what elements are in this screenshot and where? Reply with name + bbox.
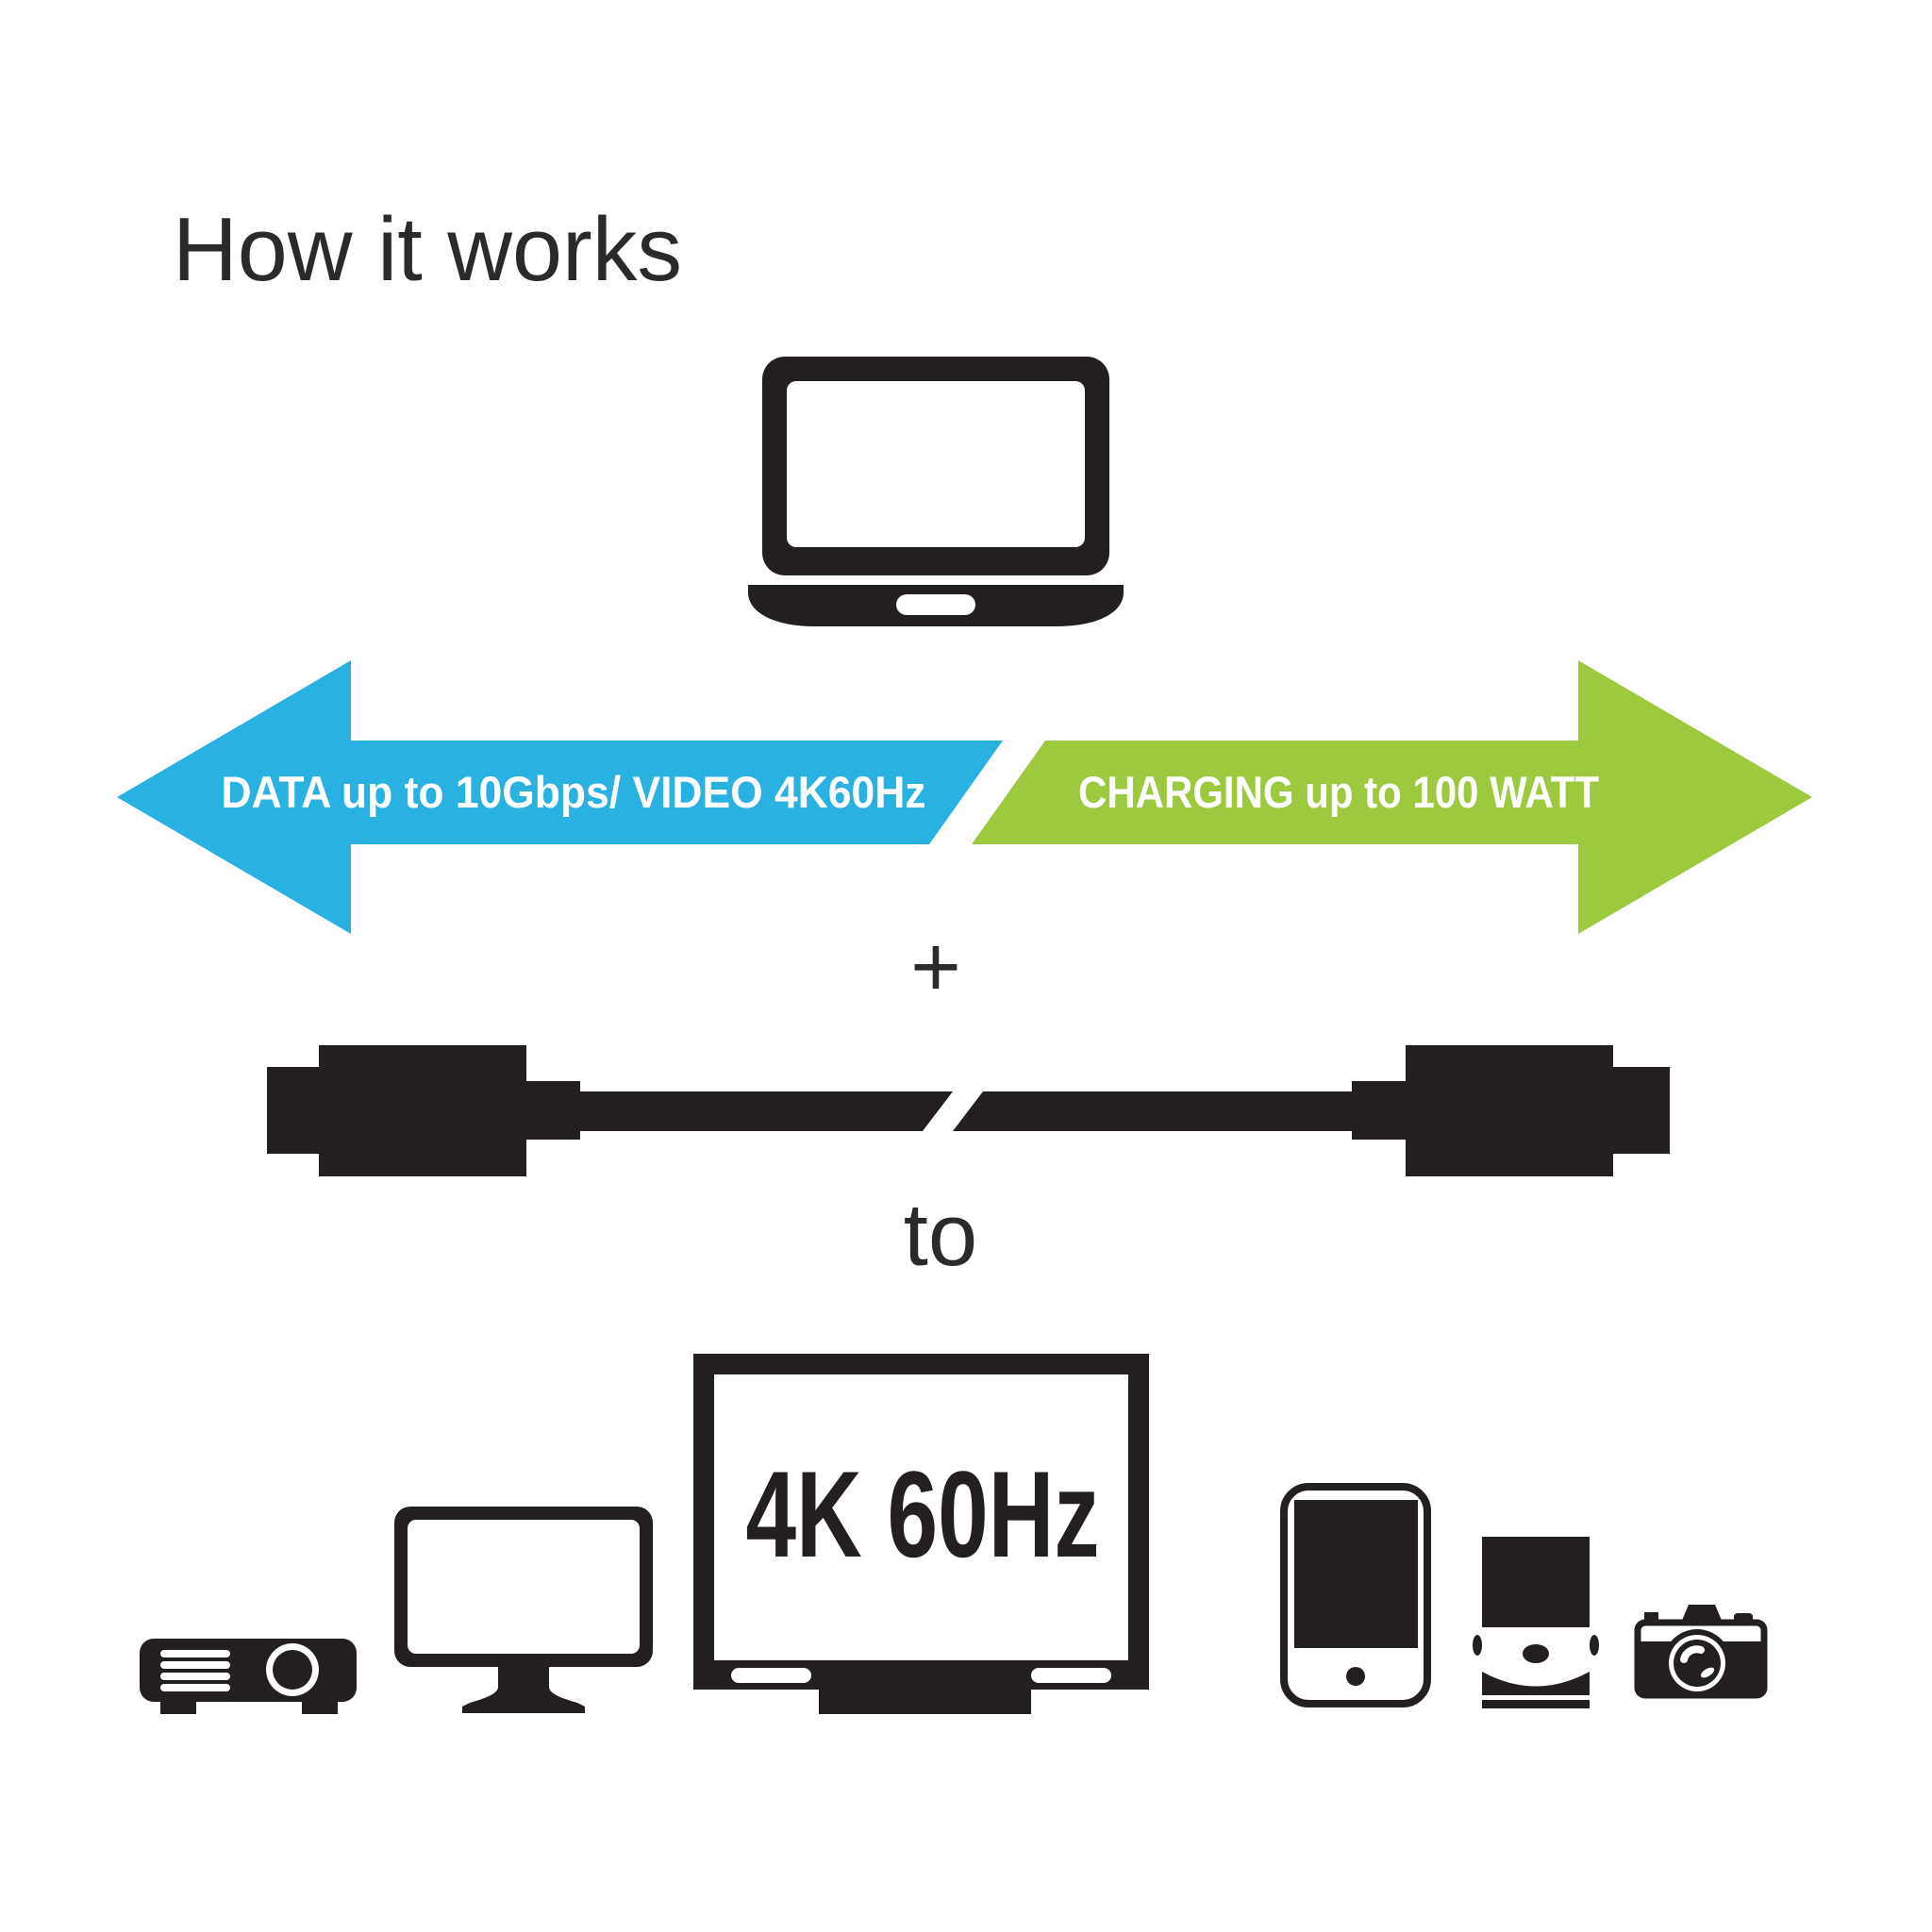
tv-screen <box>714 1374 1128 1660</box>
camera-viewfinder <box>1681 1605 1723 1623</box>
tablet-home-button <box>1346 1667 1365 1686</box>
tv-stand <box>819 1690 1031 1714</box>
cable-left-plug-tip <box>267 1067 325 1154</box>
cable-right-housing <box>1406 1045 1613 1176</box>
projector-vent <box>160 1673 230 1680</box>
external-drive-base <box>1482 1700 1590 1708</box>
camera-lens-highlight <box>1680 1645 1705 1663</box>
external-drive-hub <box>1523 1644 1549 1663</box>
monitor-stand <box>462 1667 585 1713</box>
page-title: How it works <box>173 199 682 300</box>
camera-icon <box>1634 1605 1768 1699</box>
projector-foot <box>302 1702 338 1714</box>
projector-lens <box>273 1650 312 1690</box>
charging-arrow: CHARGING up to 100 WATT <box>972 660 1812 934</box>
tv-speaker-slot <box>1031 1668 1111 1683</box>
tv-speaker-slot <box>731 1668 811 1683</box>
projector-foot <box>160 1702 196 1714</box>
tv-icon: 4K 60Hz <box>693 1354 1149 1714</box>
tablet-icon <box>1280 1483 1431 1707</box>
monitor-icon <box>394 1507 653 1713</box>
charging-arrow-label: CHARGING up to 100 WATT <box>1078 767 1599 817</box>
camera-flash-tab <box>1644 1612 1658 1623</box>
external-drive-side-knob <box>1590 1635 1599 1656</box>
cable-left-strain-relief <box>525 1081 580 1140</box>
charging-arrow-shape <box>972 660 1812 934</box>
to-operator: to <box>904 1185 977 1284</box>
plus-operator: + <box>910 919 961 1015</box>
projector-vent <box>160 1684 230 1691</box>
projector-vent <box>160 1661 230 1669</box>
cable-right-plug-tip <box>1611 1067 1670 1154</box>
monitor-screen <box>408 1520 640 1654</box>
cable-left-housing <box>319 1045 526 1176</box>
projector-vent <box>160 1650 230 1657</box>
camera-lens-glint <box>1700 1667 1715 1678</box>
cable-wire-right <box>953 1091 1353 1131</box>
projector-body <box>140 1639 357 1702</box>
external-drive-icon <box>1473 1537 1599 1708</box>
tv-resolution-label: 4K 60Hz <box>746 1445 1100 1583</box>
data-arrow: DATA up to 10Gbps/ VIDEO 4K60Hz <box>117 660 1003 934</box>
external-drive-side-knob <box>1473 1635 1482 1656</box>
tablet-screen <box>1294 1500 1418 1648</box>
data-arrow-label: DATA up to 10Gbps/ VIDEO 4K60Hz <box>222 767 926 817</box>
laptop-icon <box>748 357 1124 626</box>
projector-icon <box>140 1639 357 1714</box>
external-drive-disc <box>1482 1672 1590 1695</box>
laptop-notch <box>896 594 975 615</box>
external-drive-top <box>1482 1537 1590 1627</box>
cable-wire-left <box>578 1091 953 1131</box>
laptop-screen <box>787 381 1085 547</box>
data-arrow-shape <box>117 660 1003 934</box>
cable-right-strain-relief <box>1352 1081 1407 1140</box>
usb-c-cable-icon <box>267 1045 1670 1176</box>
